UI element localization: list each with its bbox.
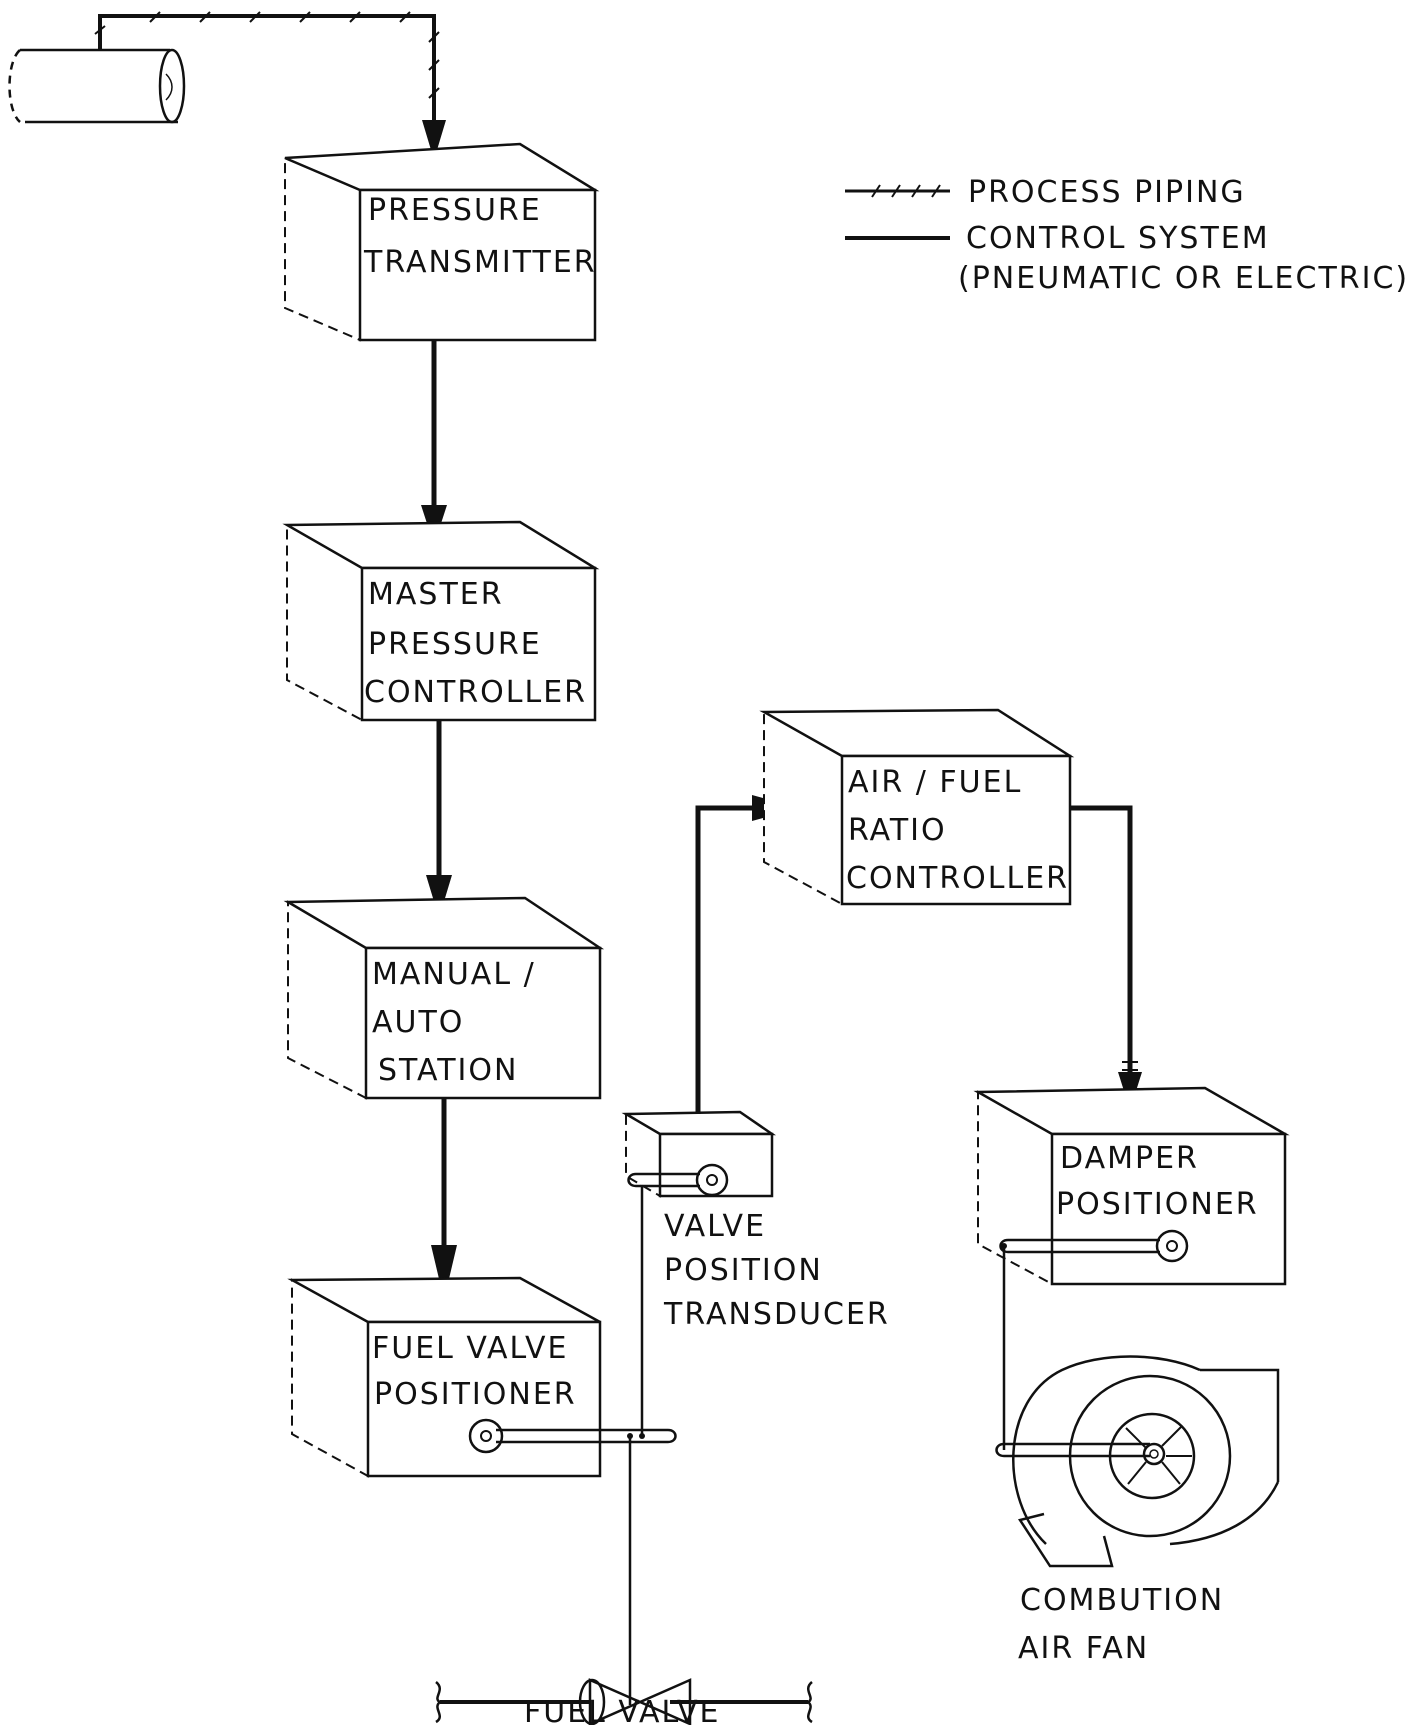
- valve-position-transducer-label-1: VALVE: [664, 1209, 766, 1244]
- manual-auto-station-block: MANUAL / AUTO STATION: [283, 896, 605, 1100]
- pressure-transmitter-label-2: TRANSMITTER: [363, 245, 597, 280]
- fuel-valve-label: FUEL VALVE: [524, 1695, 720, 1725]
- valve-position-transducer-block: [621, 1110, 777, 1198]
- fuel-valve-positioner-label-1: FUEL VALVE: [372, 1331, 568, 1366]
- manual-auto-station-label-2: AUTO: [372, 1005, 464, 1040]
- legend-process-piping-label: PROCESS PIPING: [968, 175, 1246, 210]
- valve-position-transducer-label-2: POSITION: [664, 1253, 823, 1288]
- pressure-transmitter-block: PRESSURE TRANSMITTER: [284, 142, 600, 342]
- signal-ratio-controller-to-damper: [1070, 805, 1133, 1080]
- pressure-transmitter-label-1: PRESSURE: [368, 193, 542, 228]
- manual-auto-station-label-3: STATION: [378, 1053, 518, 1088]
- damper-positioner-block: DAMPER POSITIONER: [973, 1086, 1290, 1286]
- legend-process-piping-symbol: [845, 184, 950, 198]
- valve-position-transducer-label-3: TRANSDUCER: [663, 1297, 890, 1332]
- fuel-valve-symbol: [435, 1678, 813, 1725]
- fuel-valve-positioner-label-2: POSITIONER: [374, 1377, 577, 1412]
- manual-auto-station-label-1: MANUAL /: [372, 957, 536, 992]
- process-pipe: [8, 48, 186, 124]
- fuel-valve-lever-arm: [468, 1418, 677, 1454]
- damper-positioner-label-1: DAMPER: [1060, 1141, 1199, 1176]
- air-fuel-ratio-controller-label-3: CONTROLLER: [846, 861, 1069, 896]
- signal-transducer-to-ratio-controller: [695, 805, 760, 1114]
- damper-positioner-label-2: POSITIONER: [1056, 1187, 1259, 1222]
- legend: PROCESS PIPING CONTROL SYSTEM (PNEUMATIC…: [845, 175, 1409, 296]
- combustion-air-fan-label-2: AIR FAN: [1018, 1631, 1149, 1666]
- air-fuel-ratio-controller-label-2: RATIO: [848, 813, 947, 848]
- legend-control-system-note: (PNEUMATIC OR ELECTRIC): [958, 261, 1409, 296]
- master-pressure-controller-label-3: CONTROLLER: [364, 675, 587, 710]
- combustion-air-fan-label-1: COMBUTION: [1020, 1583, 1224, 1618]
- master-pressure-controller-label-2: PRESSURE: [368, 627, 542, 662]
- air-fuel-ratio-controller-label-1: AIR / FUEL: [848, 765, 1022, 800]
- damper-lever-arm: [999, 1229, 1189, 1263]
- air-fuel-ratio-controller-block: AIR / FUEL RATIO CONTROLLER: [759, 708, 1075, 906]
- fuel-valve-positioner-block: FUEL VALVE POSITIONER: [287, 1276, 602, 1478]
- master-pressure-controller-block: MASTER PRESSURE CONTROLLER: [282, 520, 600, 722]
- legend-control-system-label: CONTROL SYSTEM: [966, 221, 1270, 256]
- process-piping-line: [94, 11, 446, 160]
- master-pressure-controller-label-1: MASTER: [368, 577, 504, 612]
- combustion-air-fan-symbol: [995, 1355, 1280, 1568]
